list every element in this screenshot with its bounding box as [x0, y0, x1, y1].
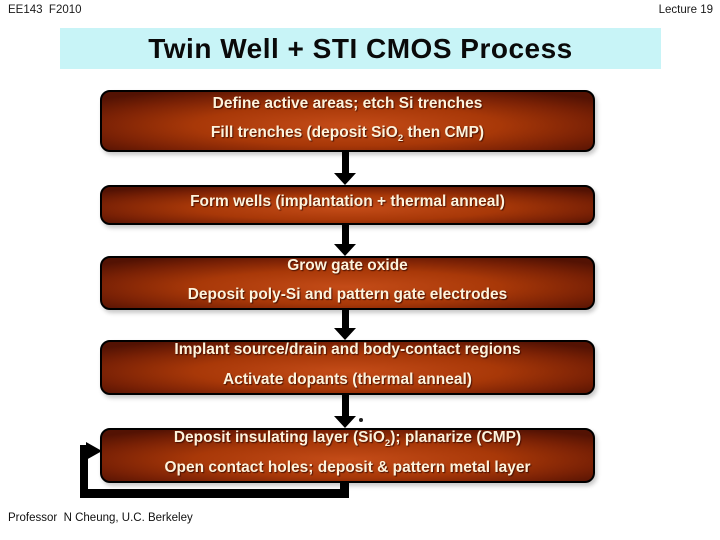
step-line: Define active areas; etch Si trenches — [213, 92, 483, 121]
arrow-down-icon — [334, 328, 356, 340]
step-line: Deposit poly-Si and pattern gate electro… — [188, 283, 508, 312]
flow-step-source-drain: Implant source/drain and body-contact re… — [100, 340, 595, 395]
step-text-sub: 2 — [397, 133, 404, 145]
step-line: Deposit insulating layer (SiO2); planari… — [174, 426, 521, 455]
arrow-down-icon — [334, 244, 356, 256]
step-line: Open contact holes; deposit & pattern me… — [164, 456, 530, 485]
course-code: EE143 F2010 — [8, 4, 82, 16]
stray-dot — [359, 418, 363, 422]
footer-credit: Professor N Cheung, U.C. Berkeley — [8, 512, 193, 524]
flow-arrow-shaft — [342, 225, 349, 245]
step-text: Activate dopants (thermal anneal) — [223, 370, 472, 388]
loop-line-left — [80, 445, 88, 498]
step-text: Implant source/drain and body-contact re… — [174, 341, 521, 359]
step-text: Open contact holes; deposit & pattern me… — [164, 458, 531, 476]
step-line: Grow gate oxide — [287, 254, 408, 283]
step-text: then CMP) — [403, 124, 485, 141]
page-title: Twin Well + STI CMOS Process — [148, 32, 573, 64]
flow-arrow-shaft — [342, 395, 349, 417]
step-text: Form wells (implantation + thermal annea… — [190, 193, 505, 211]
flow-step-sti-trenches: Define active areas; etch Si trenches Fi… — [100, 90, 595, 152]
step-text: Define active areas; etch Si trenches — [212, 94, 483, 112]
flow-arrow-shaft — [342, 310, 349, 329]
arrow-right-icon — [86, 442, 102, 460]
step-text-sub: 2 — [384, 438, 391, 450]
flow-step-gate-oxide-poly: Grow gate oxide Deposit poly-Si and patt… — [100, 256, 595, 310]
arrow-down-icon — [334, 173, 356, 185]
flow-arrow-shaft — [342, 152, 349, 174]
title-bar: Twin Well + STI CMOS Process — [60, 28, 661, 69]
step-line: Activate dopants (thermal anneal) — [223, 368, 472, 397]
step-text: Deposit poly-Si and pattern gate electro… — [187, 286, 508, 303]
step-line: Fill trenches (deposit SiO2 then CMP) — [211, 121, 484, 150]
step-text: ); planarize (CMP) — [390, 429, 522, 447]
step-text: Grow gate oxide — [287, 256, 408, 274]
loop-line-bottom — [80, 489, 349, 498]
flow-step-metal-layer: Deposit insulating layer (SiO2); planari… — [100, 428, 595, 483]
arrow-down-icon — [334, 416, 356, 428]
step-line: Form wells (implantation + thermal annea… — [190, 190, 505, 219]
step-text: Fill trenches (deposit SiO — [210, 124, 398, 141]
step-line: Implant source/drain and body-contact re… — [174, 338, 520, 367]
step-text: Deposit insulating layer (SiO — [173, 429, 385, 447]
lecture-number: Lecture 19 — [658, 4, 713, 16]
flow-step-form-wells: Form wells (implantation + thermal annea… — [100, 185, 595, 225]
